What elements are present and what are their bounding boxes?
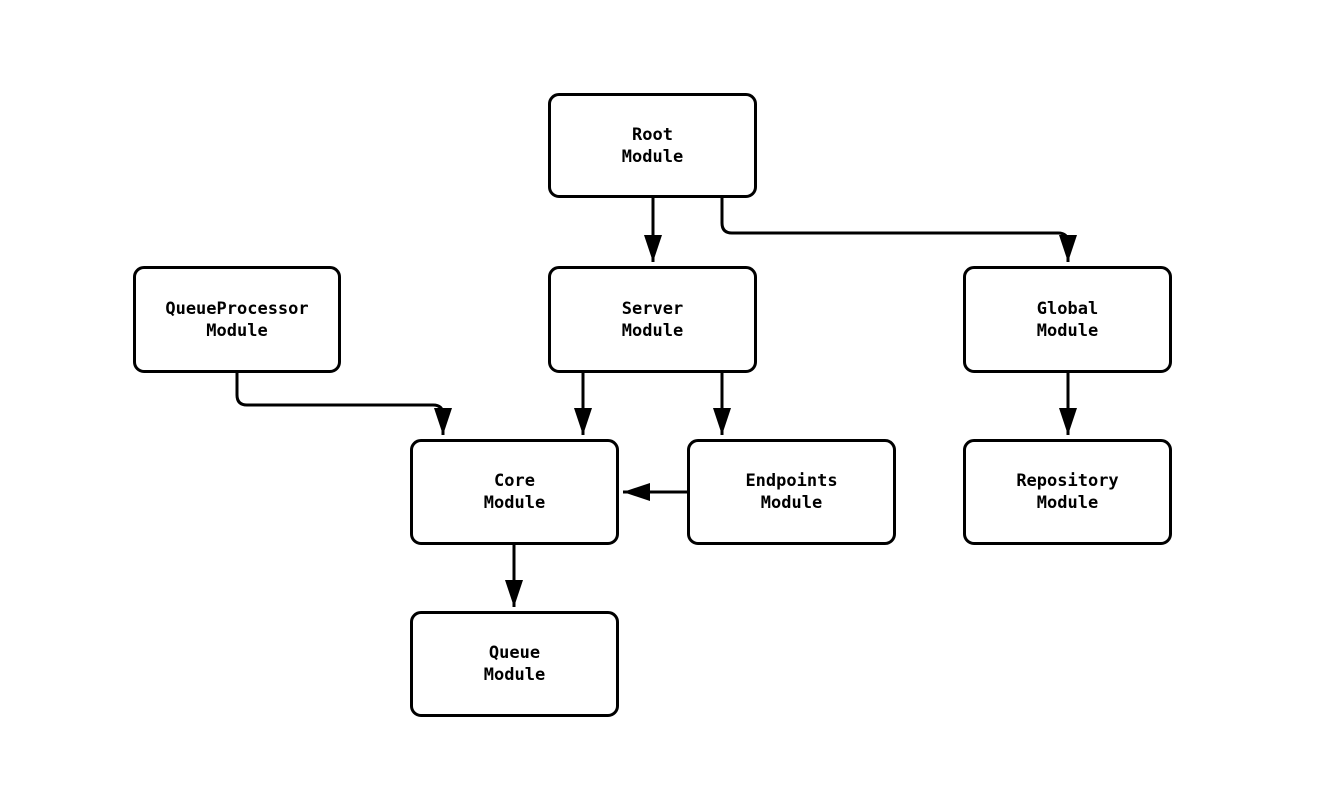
node-repository-module: Repository Module (963, 439, 1172, 545)
node-endpoints-module: Endpoints Module (687, 439, 896, 545)
node-server-module: Server Module (548, 266, 757, 373)
node-core-module-label: Core Module (483, 471, 546, 513)
edge-root-to-global (720, 198, 1077, 262)
node-repository-module-label: Repository Module (1016, 471, 1119, 513)
node-global-module-label: Global Module (1036, 298, 1099, 341)
node-queue-module-label: Queue Module (483, 643, 546, 685)
node-queueprocessor-module-label: QueueProcessor Module (165, 298, 309, 341)
node-queue-module: Queue Module (410, 611, 619, 717)
node-server-module-label: Server Module (621, 298, 684, 341)
node-root-module-label: Root Module (621, 124, 684, 167)
node-queueprocessor-module: QueueProcessor Module (133, 266, 341, 373)
node-global-module: Global Module (963, 266, 1172, 373)
edge-queueprocessor-to-core (235, 373, 452, 435)
node-endpoints-module-label: Endpoints Module (745, 471, 838, 513)
node-core-module: Core Module (410, 439, 619, 545)
node-root-module: Root Module (548, 93, 757, 198)
